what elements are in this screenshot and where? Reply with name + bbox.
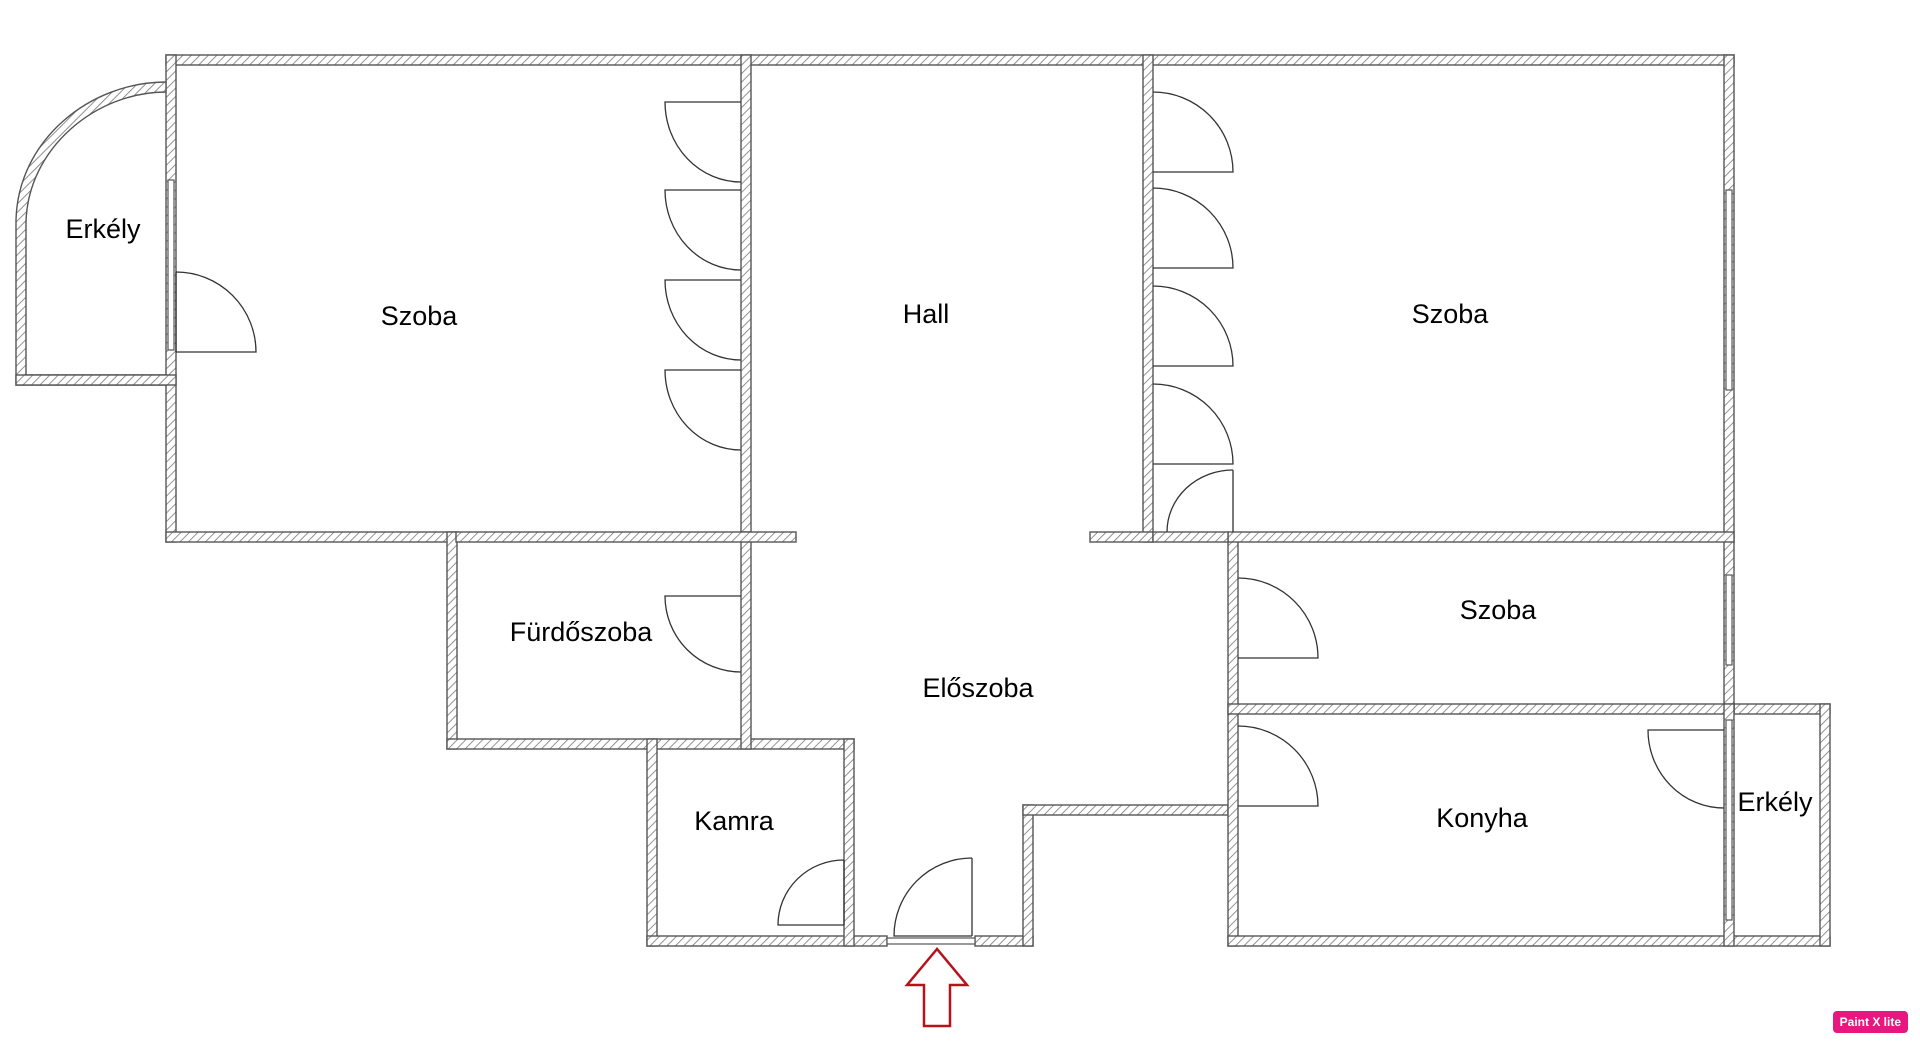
wall-kitchen-top	[1227, 703, 1735, 715]
wall-step-horizontal	[1022, 804, 1229, 816]
wall-balcony-left-bottom	[15, 374, 177, 386]
walls	[15, 54, 1831, 947]
wall-hall-right	[1142, 54, 1154, 543]
wardrobe-doors-left	[664, 101, 742, 451]
door-kitchen-balcony	[1647, 729, 1725, 809]
door-kitchen	[1237, 725, 1319, 807]
watermark-badge: Paint X lite	[1832, 1011, 1908, 1033]
room-label-erkely-left: Erkély	[65, 214, 141, 244]
window-balcony-left	[167, 179, 175, 351]
wall-right-room-bottom	[1227, 531, 1735, 543]
entrance-threshold	[886, 937, 976, 945]
window-kitchen-balcony	[1725, 719, 1733, 921]
wall-left-room-bottom	[165, 531, 457, 543]
wall-step-vertical	[1022, 804, 1034, 947]
room-label-kamra: Kamra	[694, 806, 775, 836]
door-entrance	[893, 857, 973, 937]
wall-pantry-right	[843, 738, 855, 947]
door-balcony-left	[175, 271, 257, 353]
room-label-hall: Hall	[903, 299, 950, 329]
door-bathroom	[664, 595, 742, 673]
room-label-szoba-left: Szoba	[381, 301, 459, 331]
doors	[175, 91, 1725, 937]
room-label-szoba-right: Szoba	[1412, 299, 1490, 329]
wall-top	[165, 54, 1735, 66]
room-label-eloszoba: Előszoba	[922, 673, 1034, 703]
wall-kitchen-bottom	[1227, 935, 1831, 947]
up-arrow-icon	[904, 947, 970, 1028]
wall-bath-left	[446, 531, 458, 750]
wall-bath-top	[455, 531, 797, 543]
door-small-room	[1237, 577, 1319, 659]
window-right-room	[1725, 189, 1733, 391]
room-label-szoba-small: Szoba	[1460, 595, 1538, 625]
windows	[167, 179, 1733, 945]
wall-bath-right	[740, 531, 752, 750]
wardrobe-doors-hall	[1152, 91, 1234, 465]
room-label-erkely-right: Erkély	[1737, 787, 1813, 817]
wall-right-room-bottom-left	[1152, 531, 1229, 543]
wall-szoba-hall	[740, 54, 752, 543]
door-right-room	[1166, 469, 1234, 533]
wall-hall-stub-right	[1089, 531, 1154, 543]
room-label-konyha: Konyha	[1436, 803, 1529, 833]
room-labels: Erkély Szoba Hall Szoba Fürdőszoba Elősz…	[65, 214, 1813, 836]
wall-kitchen-left	[1227, 536, 1239, 947]
wall-balcony-right-top	[1733, 703, 1831, 715]
door-pantry	[777, 859, 845, 926]
window-small-room	[1725, 574, 1733, 666]
room-label-furdoszoba: Fürdőszoba	[510, 617, 654, 647]
wall-balcony-right-side	[1819, 703, 1831, 947]
wall-pantry-left	[646, 738, 658, 947]
